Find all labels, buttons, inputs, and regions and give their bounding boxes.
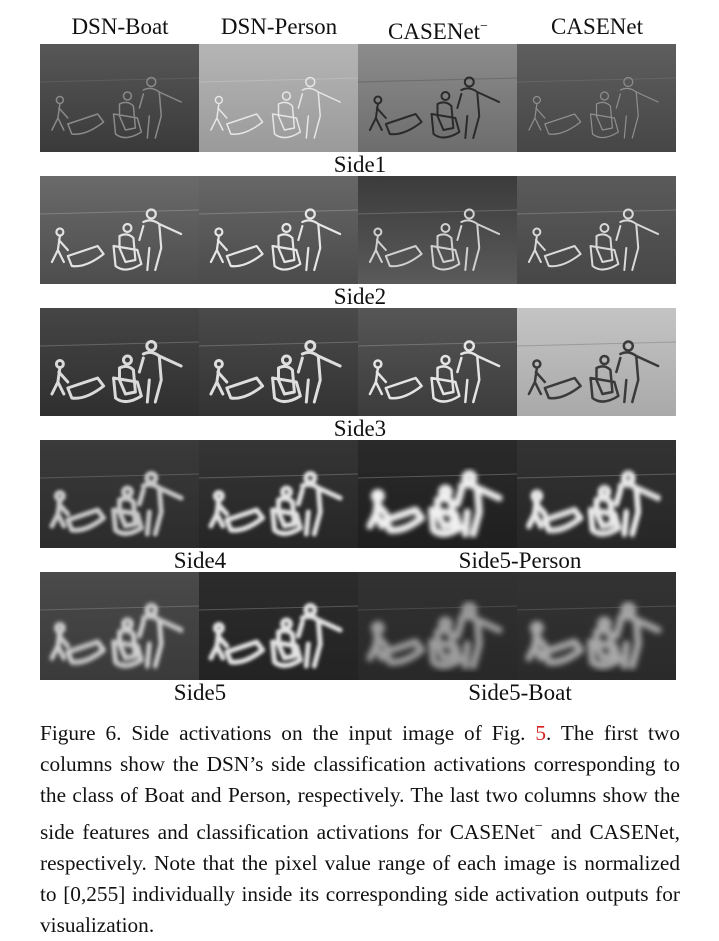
row-label-side3: Side3	[333, 416, 387, 441]
activation-panel-side4-dsn-boat	[40, 440, 199, 548]
activation-panel-side4-dsn-person	[199, 440, 358, 548]
row-label-side5-boat: Side5-Boat	[468, 680, 572, 705]
activation-image	[517, 440, 676, 548]
activation-panel-side5-dsn-boat	[40, 572, 199, 680]
activation-panel-side1-dsn-person	[199, 44, 358, 152]
row-label-side5: Side5	[173, 680, 227, 705]
activation-image	[199, 176, 358, 284]
activation-image	[517, 176, 676, 284]
column-header-dsn-person: DSN-Person	[220, 14, 338, 39]
activation-panel-side2-dsn-person	[199, 176, 358, 284]
activation-panel-side4-casenet	[517, 440, 676, 548]
activation-panel-side3-dsn-boat	[40, 308, 199, 416]
activation-image	[40, 440, 199, 548]
activation-panel-side3-casenet-minus	[358, 308, 517, 416]
column-header-casenet-minus: CASENet−	[388, 19, 488, 44]
activation-image	[517, 572, 676, 680]
activation-panel-side3-casenet	[517, 308, 676, 416]
activation-image	[358, 44, 517, 152]
row-label-side5-person: Side5-Person	[458, 548, 582, 573]
activation-image	[40, 308, 199, 416]
activation-image	[40, 176, 199, 284]
activation-panel-side4-casenet-minus	[358, 440, 517, 548]
activation-panel-side2-casenet	[517, 176, 676, 284]
activation-panel-side5-dsn-person	[199, 572, 358, 680]
activation-panel-side1-casenet-minus	[358, 44, 517, 152]
activation-panel-side2-dsn-boat	[40, 176, 199, 284]
activation-panel-side5-casenet-minus	[358, 572, 517, 680]
activation-panel-side3-dsn-person	[199, 308, 358, 416]
activation-image	[199, 308, 358, 416]
activation-image	[358, 572, 517, 680]
figure-reference-link[interactable]: 5	[535, 721, 546, 745]
activation-image	[358, 308, 517, 416]
activation-image	[358, 440, 517, 548]
row-label-side1: Side1	[333, 152, 387, 177]
activation-image	[199, 572, 358, 680]
activation-panel-side1-dsn-boat	[40, 44, 199, 152]
activation-panel-side5-casenet	[517, 572, 676, 680]
activation-image	[517, 308, 676, 416]
row-label-side4: Side4	[173, 548, 227, 573]
activation-image	[517, 44, 676, 152]
activation-panel-side1-casenet	[517, 44, 676, 152]
activation-image	[199, 440, 358, 548]
row-label-side2: Side2	[333, 284, 387, 309]
activation-image	[199, 44, 358, 152]
figure-caption: Figure 6. Side activations on the input …	[40, 721, 680, 937]
column-header-casenet: CASENet	[551, 14, 643, 39]
activation-panel-side2-casenet-minus	[358, 176, 517, 284]
activation-image	[358, 176, 517, 284]
activation-image	[40, 572, 199, 680]
activation-image	[40, 44, 199, 152]
column-header-dsn-boat: DSN-Boat	[71, 14, 169, 39]
